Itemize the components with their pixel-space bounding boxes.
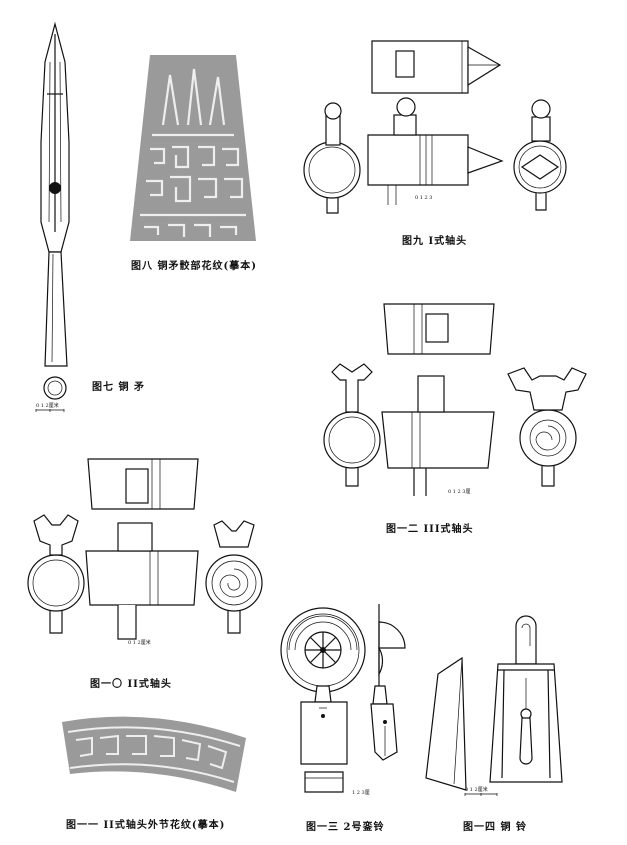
fig7-scale-bar: [35, 409, 65, 412]
fig14-caption: 图一四 铜 铃: [463, 822, 527, 833]
fig8-caption: 图八 铜矛骹部花纹(摹本): [131, 261, 257, 272]
fig14-scale-bar: [464, 793, 498, 796]
fig12-caption: 图一二 III式轴头: [386, 524, 474, 535]
fig7-scale: 0 1 2厘米: [36, 403, 59, 409]
outer-segment-pattern-rubbing: [62, 716, 246, 792]
bronze-bell-drawing: [425, 615, 563, 791]
spear-drawing: [40, 21, 70, 400]
socket-pattern-rubbing: [130, 55, 256, 241]
fig12-scale: 0 1 2 3厘: [448, 489, 471, 495]
fig9-caption: 图九 I式轴头: [402, 236, 468, 247]
fig7-caption: 图七 铜 矛: [92, 382, 145, 393]
fig14-scale: 0 1 2厘米: [465, 787, 488, 793]
axle-head-type1-drawing: [303, 40, 567, 214]
fig10-scale: 0 1 2厘米: [128, 640, 151, 646]
fig13-scale: 1 2 3厘: [352, 790, 370, 796]
fig13-caption: 图一三 2号銮铃: [306, 822, 385, 833]
axle-head-type3-drawing: [323, 303, 587, 496]
axle-head-type2-drawing: [27, 458, 263, 640]
fig11-caption: 图一一 II式轴头外节花纹(摹本): [66, 820, 226, 831]
fig10-caption: 图一〇 II式轴头: [90, 679, 172, 690]
chariot-bell-drawing: [280, 604, 406, 793]
fig9-scale: 0 1 2 3: [415, 195, 433, 201]
